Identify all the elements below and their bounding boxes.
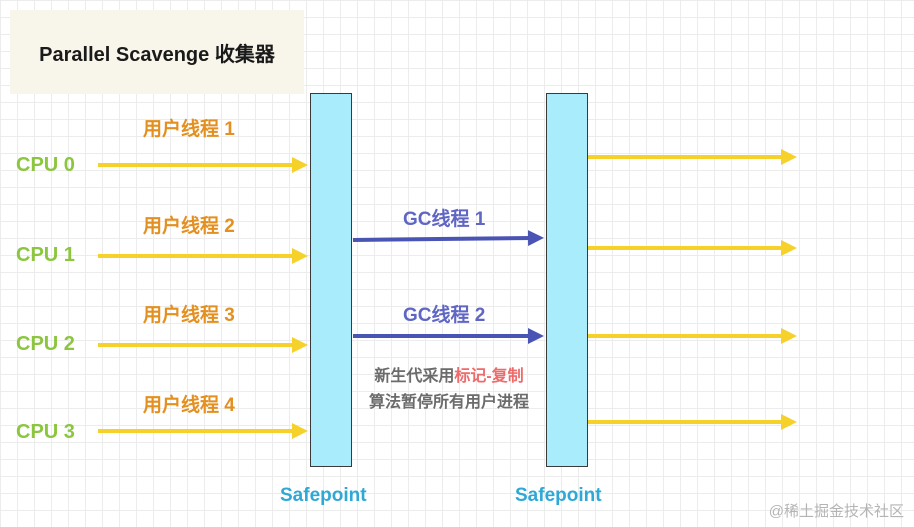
cpu-label-3: CPU 3: [16, 421, 75, 443]
gc-thread-label-2: GC线程 2: [403, 305, 486, 326]
note-text: 新生代采用标记-复制 算法暂停所有用户进程: [353, 364, 545, 416]
safepoint-bar-2: [546, 93, 588, 467]
gc-arrow-1: [352, 230, 544, 247]
note-highlight: 标记-复制: [454, 368, 524, 385]
safepoint-bar-1: [310, 93, 352, 467]
user-thread-label-2: 用户线程 2: [143, 216, 235, 237]
safepoint-label-1: Safepoint: [280, 485, 367, 506]
note-line-1: 新生代采用标记-复制: [353, 364, 545, 390]
watermark: @稀土掘金技术社区: [768, 503, 904, 520]
cpu-label-1: CPU 1: [16, 244, 75, 266]
cpu-label-0: CPU 0: [16, 154, 75, 176]
note-line-1-prefix: 新生代采用: [374, 368, 455, 385]
diagram-title: Parallel Scavenge 收集器: [10, 10, 304, 94]
user-thread-label-3: 用户线程 3: [143, 305, 235, 326]
note-line-2: 算法暂停所有用户进程: [368, 394, 529, 411]
gc-thread-label-1: GC线程 1: [403, 209, 486, 230]
user-thread-label-4: 用户线程 4: [143, 395, 235, 416]
user-thread-label-1: 用户线程 1: [143, 119, 235, 140]
safepoint-label-2: Safepoint: [515, 485, 602, 506]
cpu-label-2: CPU 2: [16, 333, 75, 355]
